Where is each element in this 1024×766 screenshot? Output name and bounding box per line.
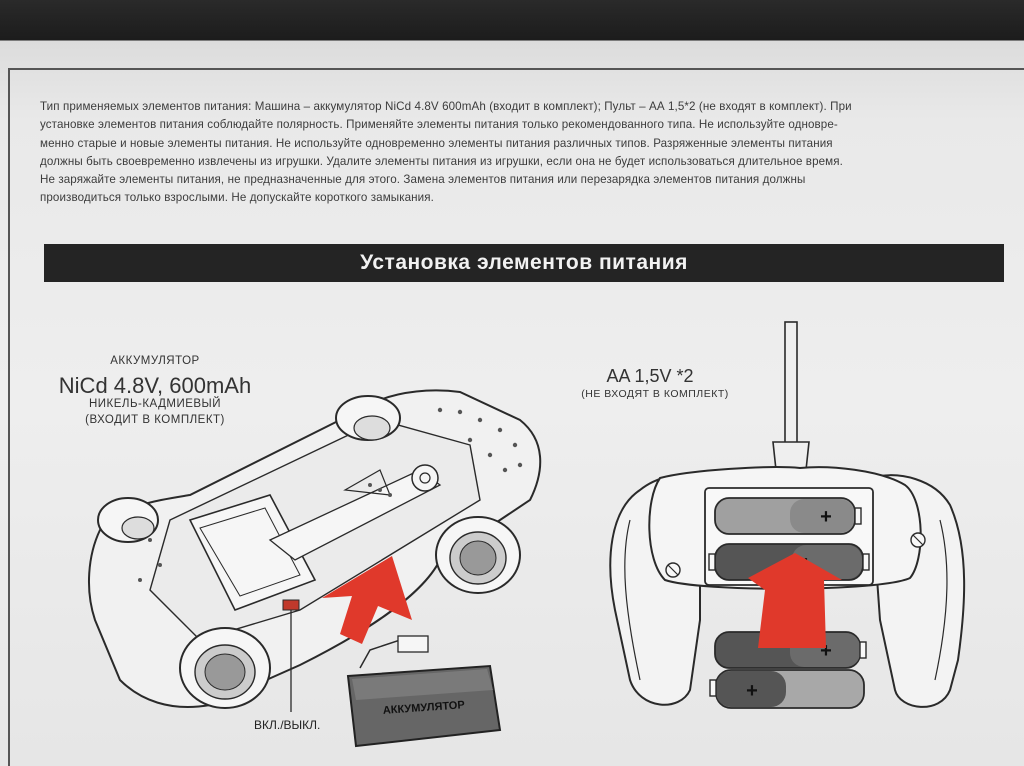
car-battery-pack <box>346 664 502 748</box>
remote-battery-included-label: (НЕ ВХОДЯТ В КОМПЛЕКТ) <box>581 388 729 400</box>
page-frame <box>8 68 1024 766</box>
safety-paragraph: Тип применяемых элементов питания: Машин… <box>40 98 1000 208</box>
car-wheel <box>435 516 521 594</box>
section-banner: Установка элементов питания <box>44 244 1004 282</box>
aa-battery-installed <box>714 497 862 535</box>
battery-pack-label: АККУМУЛЯТОР <box>382 699 465 717</box>
insert-arrow <box>748 553 842 648</box>
power-switch <box>282 599 300 611</box>
switch-label: ВКЛ./ВЫКЛ. <box>254 718 321 732</box>
car-wheel <box>335 395 401 441</box>
plus-sign: + <box>820 640 832 662</box>
plus-sign: + <box>820 506 832 528</box>
paragraph-line: Не заряжайте элементы питания, не предна… <box>40 173 806 187</box>
car-battery-chem-label: НИКЕЛЬ-КАДМИЕВЫЙ <box>88 398 222 410</box>
section-title: Установка элементов питания <box>360 251 688 274</box>
remote-battery-spec-label: AA 1,5V *2 <box>606 366 694 386</box>
rc-car-illustration <box>87 389 542 748</box>
car-wheel <box>97 497 159 543</box>
paragraph-line: установке элементов питания соблюдайте п… <box>40 118 838 132</box>
aa-battery-loose <box>709 669 865 709</box>
car-wheel <box>179 627 271 709</box>
remote-controller-illustration <box>609 321 966 709</box>
insert-arrow <box>322 556 412 644</box>
car-battery-included-label: (ВХОДИТ В КОМПЛЕКТ) <box>85 414 225 426</box>
car-battery-type-label: АККУМУЛЯТОР <box>110 355 200 367</box>
paragraph-line: производиться только взрослыми. Не допус… <box>40 191 434 205</box>
paragraph-line: должны быть своевременно извлечены из иг… <box>40 154 843 168</box>
paragraph-line: Тип применяемых элементов питания: Машин… <box>40 100 852 113</box>
plus-sign: + <box>746 680 758 702</box>
battery-connector <box>397 635 429 653</box>
car-battery-spec-label: NiCd 4.8V, 600mAh <box>58 373 252 398</box>
paragraph-line: менно старые и новые элементы питания. Н… <box>40 136 833 150</box>
